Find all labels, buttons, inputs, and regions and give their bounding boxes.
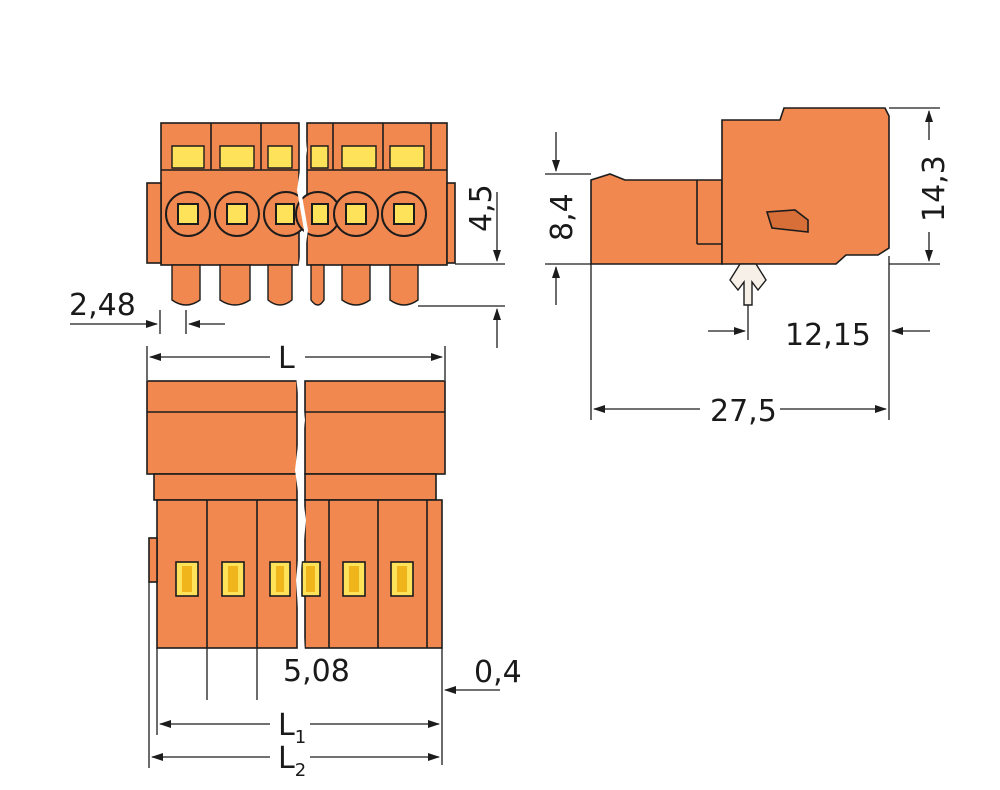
bottom-break-gap — [295, 376, 306, 652]
front-release-tabs — [171, 145, 425, 169]
dim-end-gap: 0,4 — [474, 655, 522, 690]
front-contact-holes — [165, 191, 427, 237]
dim-length-2: L2 — [278, 741, 306, 781]
dim-pin-position: 12,15 — [785, 318, 871, 353]
bottom-end-tab-left — [148, 537, 158, 583]
dim-side-total-height: 14,3 — [917, 155, 952, 222]
front-pins — [171, 264, 419, 306]
bottom-header-left — [146, 380, 298, 475]
side-latch-mark — [765, 209, 809, 233]
side-pin — [729, 263, 767, 306]
bottom-body-right — [304, 499, 443, 649]
dimension-lines — [70, 107, 940, 768]
dim-length: L — [278, 341, 295, 376]
dim-length-1: L1 — [278, 708, 306, 748]
dim-pin-offset: 2,48 — [69, 288, 136, 323]
dim-side-depth: 27,5 — [710, 394, 777, 429]
dim-pitch: 5,08 — [283, 654, 350, 689]
bottom-shoulder-left — [153, 473, 298, 501]
bottom-shoulder-right — [304, 473, 437, 501]
bottom-contact-slots — [175, 561, 414, 597]
bottom-header-right — [304, 380, 446, 475]
bottom-view — [146, 376, 446, 652]
side-view — [590, 107, 890, 306]
dim-front-height: 4,5 — [464, 184, 499, 232]
front-break-gap — [297, 115, 308, 310]
side-body-upper — [721, 107, 890, 265]
front-view — [146, 115, 456, 310]
dim-side-lower-height: 8,4 — [545, 193, 580, 241]
side-body-lower — [590, 173, 723, 265]
front-side-tab-left — [146, 182, 162, 264]
front-side-tab-right — [446, 182, 456, 264]
